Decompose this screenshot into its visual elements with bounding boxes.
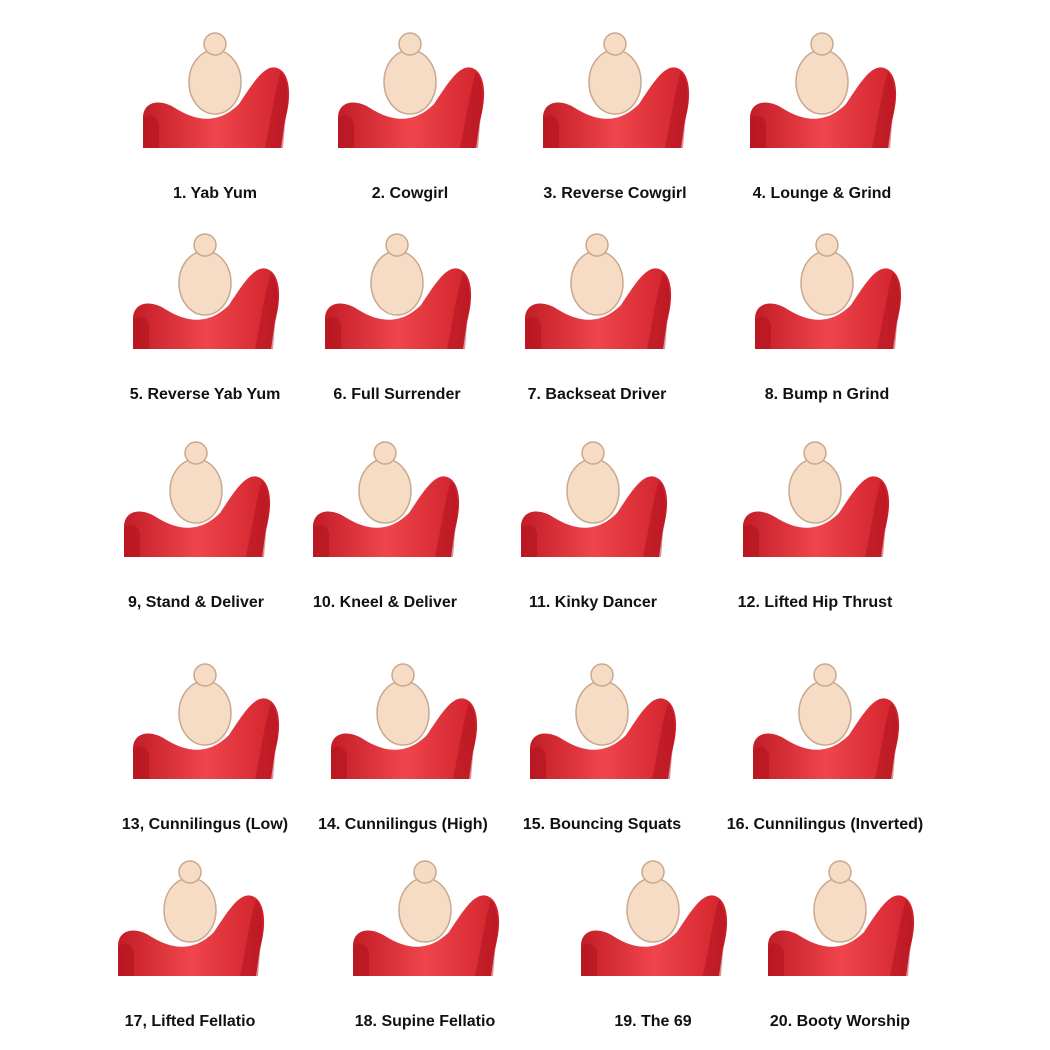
- position-card: 13, Cunnilingus (Low): [100, 651, 310, 841]
- chaise-illustration: [742, 20, 902, 160]
- position-label: 14. Cunnilingus (High): [318, 816, 488, 833]
- position-card: 10. Kneel & Deliver: [280, 429, 490, 619]
- position-card: 1. Yab Yum: [110, 20, 320, 210]
- position-label: 9, Stand & Deliver: [127, 594, 265, 611]
- position-label: 13, Cunnilingus (Low): [121, 816, 289, 833]
- position-card: 2. Cowgirl: [305, 20, 515, 210]
- position-label: 1. Yab Yum: [173, 185, 257, 202]
- chaise-illustration: [747, 221, 907, 361]
- position-label: 7. Backseat Driver: [527, 386, 667, 403]
- position-card: 4. Lounge & Grind: [717, 20, 927, 210]
- position-card: 15. Bouncing Squats: [497, 651, 707, 841]
- position-card: 5. Reverse Yab Yum: [100, 221, 310, 411]
- chaise-illustration: [110, 848, 270, 988]
- position-card: 16. Cunnilingus (Inverted): [720, 651, 930, 841]
- position-label: 4. Lounge & Grind: [752, 185, 892, 202]
- chaise-illustration: [513, 429, 673, 569]
- chaise-illustration: [735, 429, 895, 569]
- position-card: 20. Booty Worship: [735, 848, 945, 1038]
- position-label: 16. Cunnilingus (Inverted): [726, 816, 924, 833]
- position-label: 18. Supine Fellatio: [354, 1013, 496, 1030]
- position-card: 3. Reverse Cowgirl: [510, 20, 720, 210]
- position-label: 5. Reverse Yab Yum: [129, 386, 281, 403]
- position-label: 15. Bouncing Squats: [522, 816, 682, 833]
- position-label: 19. The 69: [614, 1013, 692, 1030]
- position-card: 17, Lifted Fellatio: [85, 848, 295, 1038]
- chaise-illustration: [535, 20, 695, 160]
- position-card: 12. Lifted Hip Thrust: [710, 429, 920, 619]
- position-card: 8. Bump n Grind: [722, 221, 932, 411]
- chaise-illustration: [745, 651, 905, 791]
- chaise-illustration: [116, 429, 276, 569]
- position-card: 14. Cunnilingus (High): [298, 651, 508, 841]
- chaise-illustration: [323, 651, 483, 791]
- position-card: 18. Supine Fellatio: [320, 848, 530, 1038]
- position-card: 7. Backseat Driver: [492, 221, 702, 411]
- position-label: 11. Kinky Dancer: [528, 594, 658, 611]
- chaise-illustration: [522, 651, 682, 791]
- chaise-illustration: [760, 848, 920, 988]
- chaise-illustration: [125, 651, 285, 791]
- position-card: 11. Kinky Dancer: [488, 429, 698, 619]
- chaise-illustration: [135, 20, 295, 160]
- position-card: 6. Full Surrender: [292, 221, 502, 411]
- chaise-illustration: [305, 429, 465, 569]
- chaise-illustration: [573, 848, 733, 988]
- chaise-illustration: [517, 221, 677, 361]
- position-label: 8. Bump n Grind: [764, 386, 890, 403]
- position-card: 9, Stand & Deliver: [91, 429, 301, 619]
- position-label: 12. Lifted Hip Thrust: [737, 594, 893, 611]
- position-label: 6. Full Surrender: [333, 386, 461, 403]
- position-label: 20. Booty Worship: [769, 1013, 911, 1030]
- position-label: 17, Lifted Fellatio: [124, 1013, 256, 1030]
- chaise-illustration: [125, 221, 285, 361]
- chaise-illustration: [345, 848, 505, 988]
- position-label: 2. Cowgirl: [371, 185, 449, 202]
- position-card: 19. The 69: [548, 848, 758, 1038]
- position-label: 10. Kneel & Deliver: [312, 594, 458, 611]
- chaise-illustration: [330, 20, 490, 160]
- position-label: 3. Reverse Cowgirl: [543, 185, 687, 202]
- chaise-illustration: [317, 221, 477, 361]
